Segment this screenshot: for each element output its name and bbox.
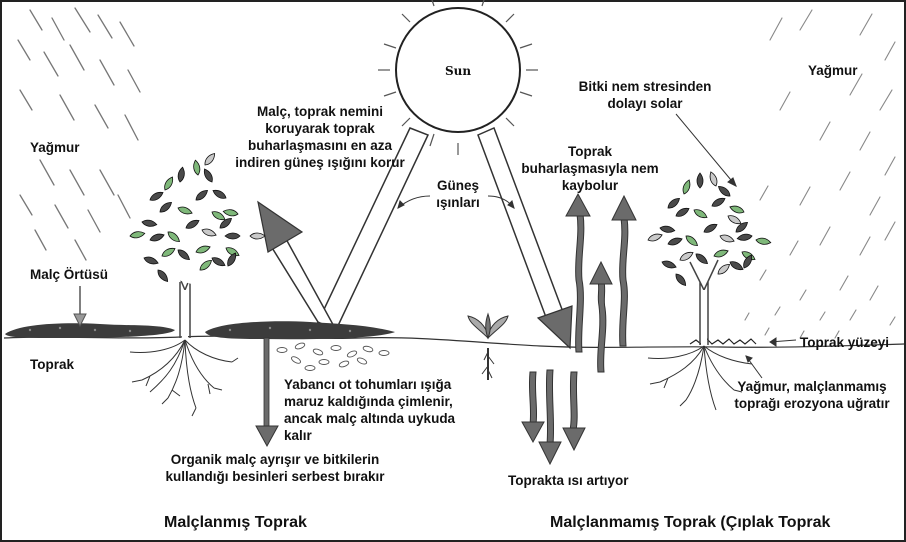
evaporation-arrows	[565, 192, 637, 373]
sun-rays-pointers	[397, 195, 515, 209]
weed-seeds-line-3: ancak malç altında uykuda	[284, 411, 456, 426]
soil-heat-arrows	[521, 369, 586, 466]
evaporation-line-1: Toprak	[567, 144, 612, 159]
evaporation-label: Toprak buharlaşmasıyla nem kaybolur	[505, 143, 675, 194]
mulch-protects-line-3: buharlaşmasını en aza	[247, 138, 393, 153]
mulch-protects-line-2: koruyarak toprak	[265, 121, 375, 136]
rain-label-right: Yağmur	[808, 63, 858, 78]
wilting-plant	[646, 170, 772, 411]
sun-rays-line-2: ışınları	[436, 195, 480, 210]
incoming-ray-arrow	[477, 126, 573, 350]
mulch-layer	[5, 321, 395, 340]
rain-streaks-right	[744, 9, 896, 339]
weed-seeds-line-1: Yabancı ot tohumları ışığa	[284, 377, 452, 392]
erosion-line-2: toprağı erozyona uğratır	[734, 396, 890, 411]
seedling	[467, 312, 509, 380]
soil-label: Toprak	[30, 357, 75, 372]
nutrient-down-arrow	[255, 337, 279, 448]
mulch-pointer-arrow	[73, 286, 87, 328]
organic-mulch-line-1: Organik malç ayrışır ve bitkilerin	[170, 452, 380, 467]
sun-rays-line-1: Güneş	[436, 178, 479, 193]
soil-surface-label: Toprak yüzeyi	[800, 335, 890, 350]
mulch-protects-label: Malç, toprak nemini koruyarak toprak buh…	[230, 103, 410, 171]
evaporation-line-2: buharlaşmasıyla nem	[521, 161, 659, 176]
mulch-cover-label: Malç Örtüsü	[30, 267, 109, 282]
mulch-protects-line-4: indiren güneş ışığını korur	[235, 155, 405, 170]
leader-lines	[675, 113, 797, 379]
wilting-line-2: dolayı solar	[607, 96, 683, 111]
sun-label: Sun	[444, 64, 472, 78]
caption-bare-soil: Malçlanmamış Toprak (Çıplak Toprak	[550, 514, 831, 531]
rain-streaks-left	[17, 7, 141, 261]
ground-surface	[3, 335, 905, 348]
weed-seeds	[276, 342, 390, 371]
reflected-ray-arrow	[257, 127, 430, 332]
wilting-label: Bitki nem stresinden dolayı solar	[560, 78, 730, 112]
caption-mulched-soil: Malçlanmış Toprak	[164, 514, 307, 531]
weed-seeds-label: Yabancı ot tohumları ışığa maruz kaldığı…	[284, 376, 490, 444]
weed-seeds-line-2: maruz kaldığında çimlenir,	[284, 394, 453, 409]
evaporation-line-3: kaybolur	[561, 178, 619, 193]
soil-heat-label: Toprakta ısı artıyor	[508, 473, 629, 488]
mulch-protects-line-1: Malç, toprak nemini	[256, 104, 384, 119]
erosion-line-1: Yağmur, malçlanmamış	[737, 379, 887, 394]
organic-mulch-line-2: kullandığı besinleri serbest bırakır	[165, 469, 385, 484]
weed-seeds-line-4: kalır	[284, 428, 312, 443]
erosion-label: Yağmur, malçlanmamış toprağı erozyona uğ…	[712, 378, 906, 412]
mulched-plant	[129, 151, 266, 417]
organic-mulch-label: Organik malç ayrışır ve bitkilerin kulla…	[140, 451, 410, 485]
wilting-line-1: Bitki nem stresinden	[578, 79, 712, 94]
rain-label-left: Yağmur	[30, 140, 80, 155]
sun-rays-label: Güneş ışınları	[418, 177, 498, 211]
